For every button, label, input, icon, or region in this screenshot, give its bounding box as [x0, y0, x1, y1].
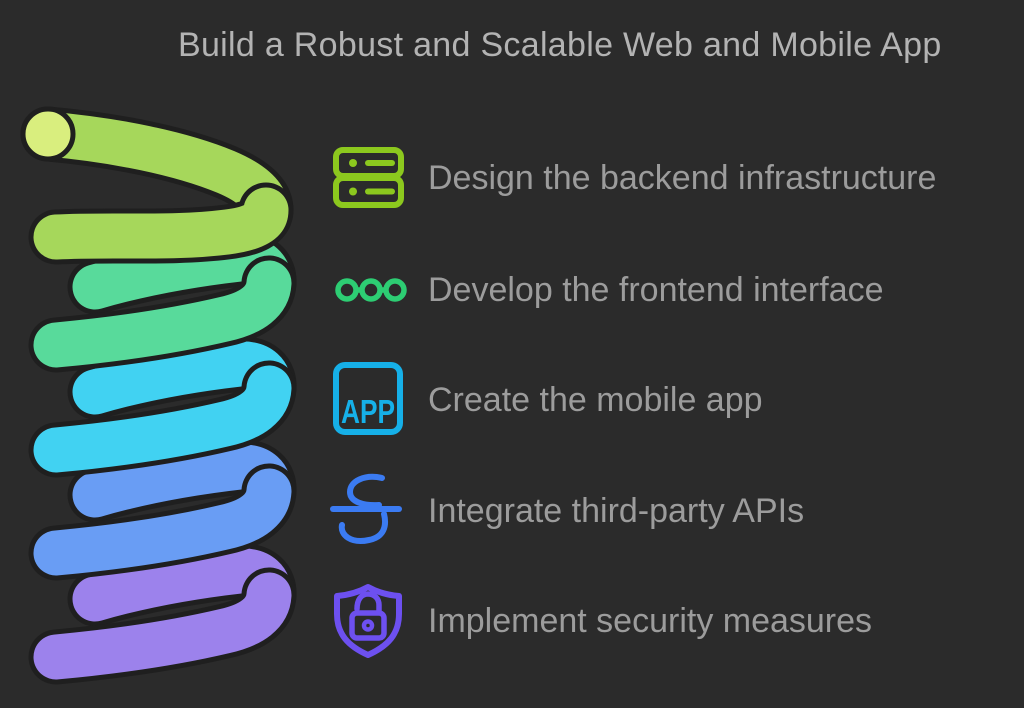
- page-title: Build a Robust and Scalable Web and Mobi…: [178, 26, 942, 64]
- list-item-apis: Integrate third-party APIs: [323, 466, 804, 556]
- list-item-label: Integrate third-party APIs: [428, 491, 805, 530]
- app-badge-text: APP: [341, 393, 395, 430]
- app-badge-icon: APP: [333, 362, 403, 435]
- coil-turn-3: [28, 336, 297, 478]
- api-integration-icon: [330, 473, 402, 544]
- spiral-graphic: [20, 106, 297, 685]
- list-item-backend: Design the backend infrastructure: [323, 133, 936, 223]
- server-stack-icon: [333, 147, 404, 208]
- list-item-label: Implement security measures: [428, 601, 873, 640]
- list-item-frontend: Develop the frontend interface: [323, 245, 884, 335]
- list-item-label: Design the backend infrastructure: [428, 158, 937, 197]
- list-item-security: Implement security measures: [323, 576, 872, 666]
- coil-turn-5: [28, 543, 297, 685]
- coil-turn-1: [20, 106, 294, 265]
- list-item-mobile-app: APP Create the mobile app: [323, 355, 763, 445]
- nodes-icon: [335, 278, 407, 302]
- coil-turn-2: [28, 231, 297, 373]
- list-item-label: Create the mobile app: [428, 380, 763, 419]
- shield-lock-icon: [334, 584, 402, 658]
- coil-turn-4: [28, 439, 297, 581]
- coil-end-cap: [20, 106, 76, 162]
- list-item-label: Develop the frontend interface: [428, 270, 884, 309]
